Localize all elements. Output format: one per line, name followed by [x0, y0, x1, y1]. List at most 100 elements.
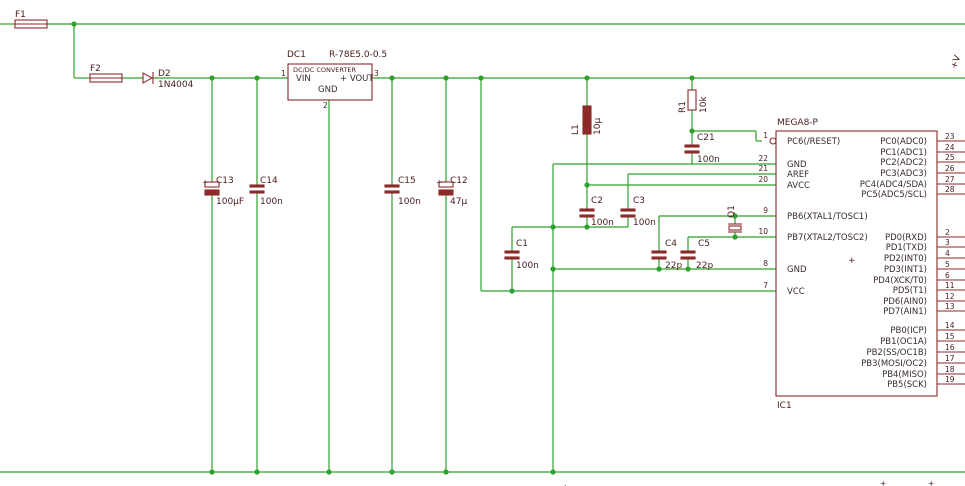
c1-value: 100n	[516, 261, 539, 271]
capacitor-c15: C15 100n	[384, 176, 421, 207]
ic-pin-label: PB4(MISO)	[882, 370, 927, 380]
svg-text:+: +	[880, 479, 886, 486]
ic-pin-label: PD7(AIN1)	[883, 307, 927, 317]
ic-pin-number: 2	[945, 228, 950, 237]
ic-pin-number: 19	[945, 375, 955, 384]
ic-pin-number: 27	[945, 175, 955, 184]
ic-pin-number: 13	[945, 302, 955, 311]
ic-pin-label: PB3(MOSI/OC2)	[861, 359, 927, 369]
c4-name: C4	[665, 239, 677, 249]
ic-pin-label: PB0(ICP)	[890, 326, 927, 336]
ic-pin-label: PB1(OC1A)	[880, 337, 927, 347]
ic-pin-label: PB5(SCK)	[887, 380, 927, 390]
crystal-q1: Q1	[727, 205, 742, 233]
ic-pin-number: 10	[758, 227, 768, 236]
ic-pin-number: 26	[945, 164, 955, 173]
regulator-pin3: 3	[374, 69, 379, 78]
c2-name: C2	[591, 196, 603, 206]
c2-value: 100n	[591, 218, 614, 228]
ic-pin-label: PC1(ADC1)	[880, 148, 927, 158]
ic-right-pins: PC0(ADC0)23PC1(ADC1)24PC2(ADC2)25PC3(ADC…	[860, 132, 965, 390]
ic-pin-number: 20	[758, 175, 768, 184]
junctions	[71, 21, 738, 475]
r1-value: 10k	[699, 96, 709, 113]
c21-value: 100n	[697, 155, 720, 165]
ic-pin-number: 12	[945, 292, 955, 301]
diode-d2: D2 1N4004	[142, 69, 194, 90]
regulator-vin: VIN	[296, 74, 311, 84]
ic-pin-label: VCC	[787, 287, 805, 297]
ic-pin-label: PD3(INT1)	[884, 265, 927, 275]
ic-pin-number: 5	[945, 260, 950, 269]
c3-value: 100n	[633, 218, 656, 228]
r1-name: R1	[678, 101, 688, 113]
diode-d2-name: D2	[158, 69, 171, 79]
svg-text:+: +	[848, 256, 856, 266]
ic-pin-label: PD1(TXD)	[886, 243, 927, 253]
c13-name: C13	[216, 176, 234, 186]
ic-pin-number: 4	[945, 249, 950, 258]
c12-name: C12	[450, 176, 468, 186]
ic-pin-number: 23	[945, 132, 955, 141]
capacitor-c1: C1 100n	[504, 239, 539, 271]
capacitor-c5: C5 22p	[680, 239, 713, 271]
c21-name: C21	[697, 133, 715, 143]
svg-text:+: +	[928, 479, 934, 486]
ic-pin-label: PB2(SS/OC1B)	[866, 348, 927, 358]
ic-pin-number: 11	[945, 281, 955, 290]
ic-pin-number: 17	[945, 354, 955, 363]
resistor-r1: R1 10k	[678, 89, 709, 113]
ic-pin-number: 1	[763, 131, 768, 140]
ic-pin-number: 25	[945, 153, 955, 162]
ic-pin-label: PD4(XCK/T0)	[873, 276, 927, 286]
regulator-pin2: 2	[323, 101, 328, 110]
ic-left-pins: PC6(/RESET)1GND22AREF21AVCC20PB6(XTAL1/T…	[758, 131, 867, 297]
fuse-f2: F2	[89, 64, 123, 83]
c3-name: C3	[633, 196, 645, 206]
ic-pin-number: 9	[763, 206, 768, 215]
capacitor-c21: C21 100n	[684, 133, 720, 165]
c14-value: 100n	[260, 197, 283, 207]
c15-value: 100n	[398, 197, 421, 207]
regulator-title: DC/DC CONVERTER	[293, 66, 357, 74]
c5-name: C5	[698, 239, 710, 249]
ic-pin-label: PC2(ADC2)	[880, 158, 927, 168]
ic-pin-number: 16	[945, 343, 955, 352]
c12-value: 47µ	[450, 197, 467, 207]
regulator-dc1: DC1 R-78E5.0-0.5 DC/DC CONVERTER VIN + V…	[281, 50, 387, 110]
capacitor-c13: + C13 100µF	[202, 176, 244, 207]
diode-d2-value: 1N4004	[158, 80, 194, 90]
ic-pin-number: 3	[945, 238, 950, 247]
capacitor-c14: C14 100n	[249, 176, 283, 207]
ic-pin-label: PC6(/RESET)	[787, 137, 840, 147]
c13-value: 100µF	[216, 197, 244, 207]
capacitor-c4: C4 22p	[651, 239, 682, 271]
ic-pin-label: PC5(ADC5/SCL)	[861, 190, 927, 200]
capacitor-c2: C2 100n	[579, 196, 614, 228]
ic-pin-label: GND	[787, 160, 807, 170]
ic-pin-label: AREF	[787, 170, 809, 180]
ic-pin-number: 28	[945, 185, 955, 194]
ic-pin-label: PD6(AIN0)	[883, 297, 927, 307]
ic-pin-label: PD0(RXD)	[885, 233, 927, 243]
ic-pin-number: 24	[945, 143, 955, 152]
capacitor-c3: C3 100n	[620, 196, 656, 228]
ic-pin-number: 15	[945, 332, 955, 341]
regulator-gnd: GND	[318, 85, 338, 95]
ic-pin-number: 18	[945, 365, 955, 374]
ic-pin-label: PB6(XTAL1/TOSC1)	[787, 212, 868, 222]
svg-text:+: +	[202, 178, 208, 187]
regulator-name: DC1	[287, 50, 306, 60]
c15-name: C15	[398, 176, 416, 186]
ic-name: IC1	[777, 401, 792, 411]
ic-mega8: MEGA8-P IC1 + PC6(/RESET)1GND22AREF21AVC…	[758, 118, 965, 411]
ic-pin-number: 21	[758, 164, 768, 173]
l1-name: L1	[571, 124, 581, 135]
inductor-l1: L1 10µ	[571, 105, 603, 135]
ic-pin-number: 7	[763, 281, 768, 290]
ic-pin-label: PB7(XTAL2/TOSC2)	[787, 233, 868, 243]
regulator-pin1: 1	[281, 69, 286, 78]
fuse-f1-label: F1	[15, 10, 26, 20]
ic-pin-label: PC3(ADC3)	[880, 169, 927, 179]
